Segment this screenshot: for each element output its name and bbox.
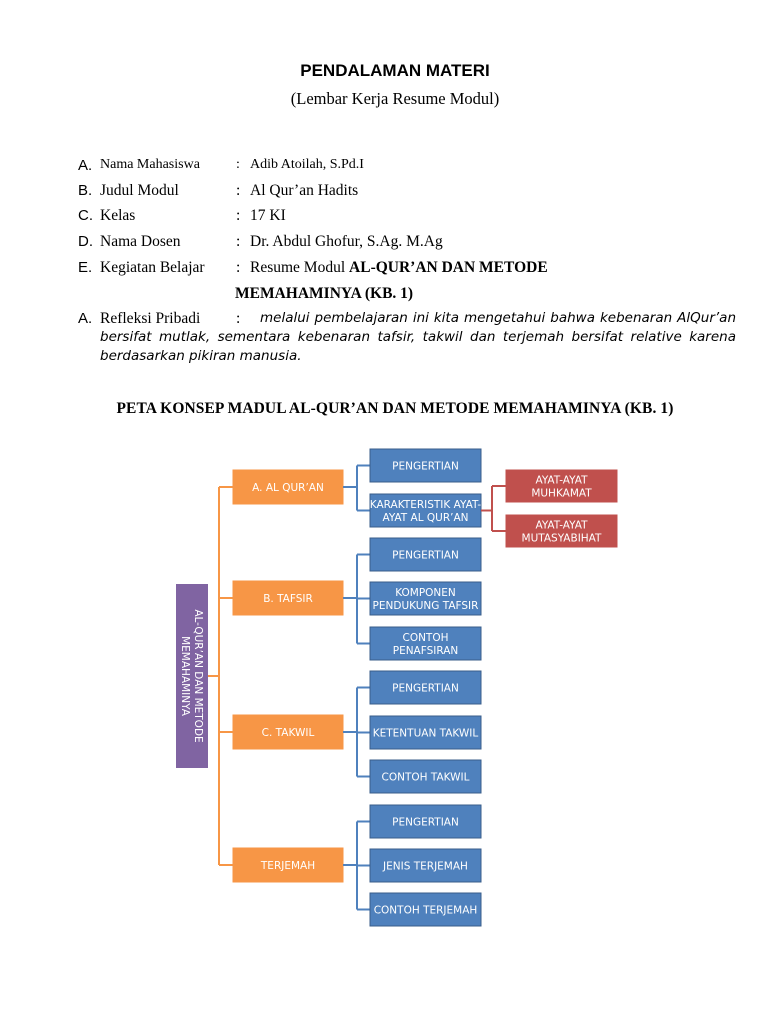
row-label: Nama Dosen	[100, 233, 181, 250]
row-letter: D.	[78, 233, 93, 250]
row-value-bold: AL-QUR’AN DAN METODE	[349, 259, 548, 276]
branch-node	[232, 469, 344, 505]
row-label: Judul Modul	[100, 182, 179, 199]
node-label: C. TAKWIL	[262, 727, 315, 739]
row-value: Dr. Abdul Ghofur, S.Ag. M.Ag	[250, 233, 443, 250]
root-node	[176, 584, 208, 768]
leaf-node	[369, 448, 482, 483]
leaf-node	[369, 715, 482, 750]
row-value: 17 KI	[250, 207, 286, 224]
node-label: PENGERTIAN	[392, 461, 459, 473]
leaf-node	[369, 626, 482, 661]
row-letter: E.	[78, 259, 93, 276]
node-label: A. AL QUR’AN	[252, 482, 324, 494]
row-label: Kelas	[100, 207, 136, 224]
row-colon: :	[236, 207, 241, 224]
branch-node	[232, 847, 344, 883]
root-label: MEMAHAMINYA	[179, 636, 191, 717]
leaf-node	[369, 759, 482, 794]
node-label: AYAT AL QUR’AN	[382, 512, 468, 524]
reflection-label: Refleksi Pribadi	[100, 310, 201, 327]
leaf-node	[369, 892, 482, 927]
node-label: CONTOH TERJEMAH	[374, 905, 478, 917]
leaf-node	[369, 581, 482, 616]
node-label: B. TAFSIR	[263, 593, 313, 605]
row-value-continuation: MEMAHAMINYA (KB. 1)	[235, 285, 414, 302]
sub-node	[505, 469, 618, 503]
reflection-text: melalui pembelajaran ini kita mengetahui…	[100, 310, 736, 364]
node-label: PENGERTIAN	[392, 683, 459, 695]
leaf-node	[369, 537, 482, 572]
reflection-colon: :	[236, 310, 241, 327]
row-label: Kegiatan Belajar	[100, 259, 205, 276]
page-title: PENDALAMAN MATERI	[300, 61, 490, 80]
node-label: CONTOH TAKWIL	[382, 772, 470, 784]
leaf-node	[369, 493, 482, 528]
root-label: AL-QUR’AN DAN METODE	[192, 609, 204, 742]
node-label: PENGERTIAN	[392, 817, 459, 829]
row-value: Resume Modul AL-QUR’AN DAN METODE	[250, 259, 548, 277]
row-value: Al Qur’an Hadits	[250, 182, 359, 199]
row-colon: :	[236, 259, 241, 276]
row-letter: C.	[78, 207, 93, 224]
node-label: TERJEMAH	[260, 860, 315, 872]
node-label: JENIS TERJEMAH	[382, 861, 468, 873]
node-label: PENGERTIAN	[392, 550, 459, 562]
node-label: PENAFSIRAN	[393, 645, 459, 657]
leaf-node	[369, 670, 482, 705]
sub-node	[505, 514, 618, 548]
node-label: PENDUKUNG TAFSIR	[373, 600, 479, 612]
node-label: MUHKAMAT	[531, 488, 592, 500]
row-colon: :	[236, 233, 241, 250]
row-label: Nama Mahasiswa	[100, 157, 200, 172]
row-colon: :	[236, 157, 240, 172]
leaf-node	[369, 804, 482, 839]
row-colon: :	[236, 182, 241, 199]
row-value: Adib Atoilah, S.Pd.I	[250, 157, 364, 172]
node-label: KARAKTERISTIK AYAT-	[370, 499, 482, 511]
row-value-prefix: Resume Modul	[250, 259, 350, 276]
node-label: MUTASYABIHAT	[522, 533, 603, 545]
page-subtitle: (Lembar Kerja Resume Modul)	[290, 89, 500, 108]
reflection-letter: A.	[78, 310, 93, 327]
node-label: AYAT-AYAT	[535, 475, 588, 487]
leaf-node	[369, 848, 482, 883]
node-label: KOMPONEN	[395, 587, 456, 599]
branch-node	[232, 714, 344, 750]
concept-map-title: PETA KONSEP MADUL AL-QUR’AN DAN METODE M…	[116, 400, 674, 417]
row-letter: A.	[78, 157, 93, 174]
node-label: AYAT-AYAT	[535, 520, 588, 532]
node-label: KETENTUAN TAKWIL	[373, 728, 479, 740]
row-letter: B.	[78, 182, 93, 199]
node-label: CONTOH	[402, 632, 448, 644]
branch-node	[232, 580, 344, 616]
